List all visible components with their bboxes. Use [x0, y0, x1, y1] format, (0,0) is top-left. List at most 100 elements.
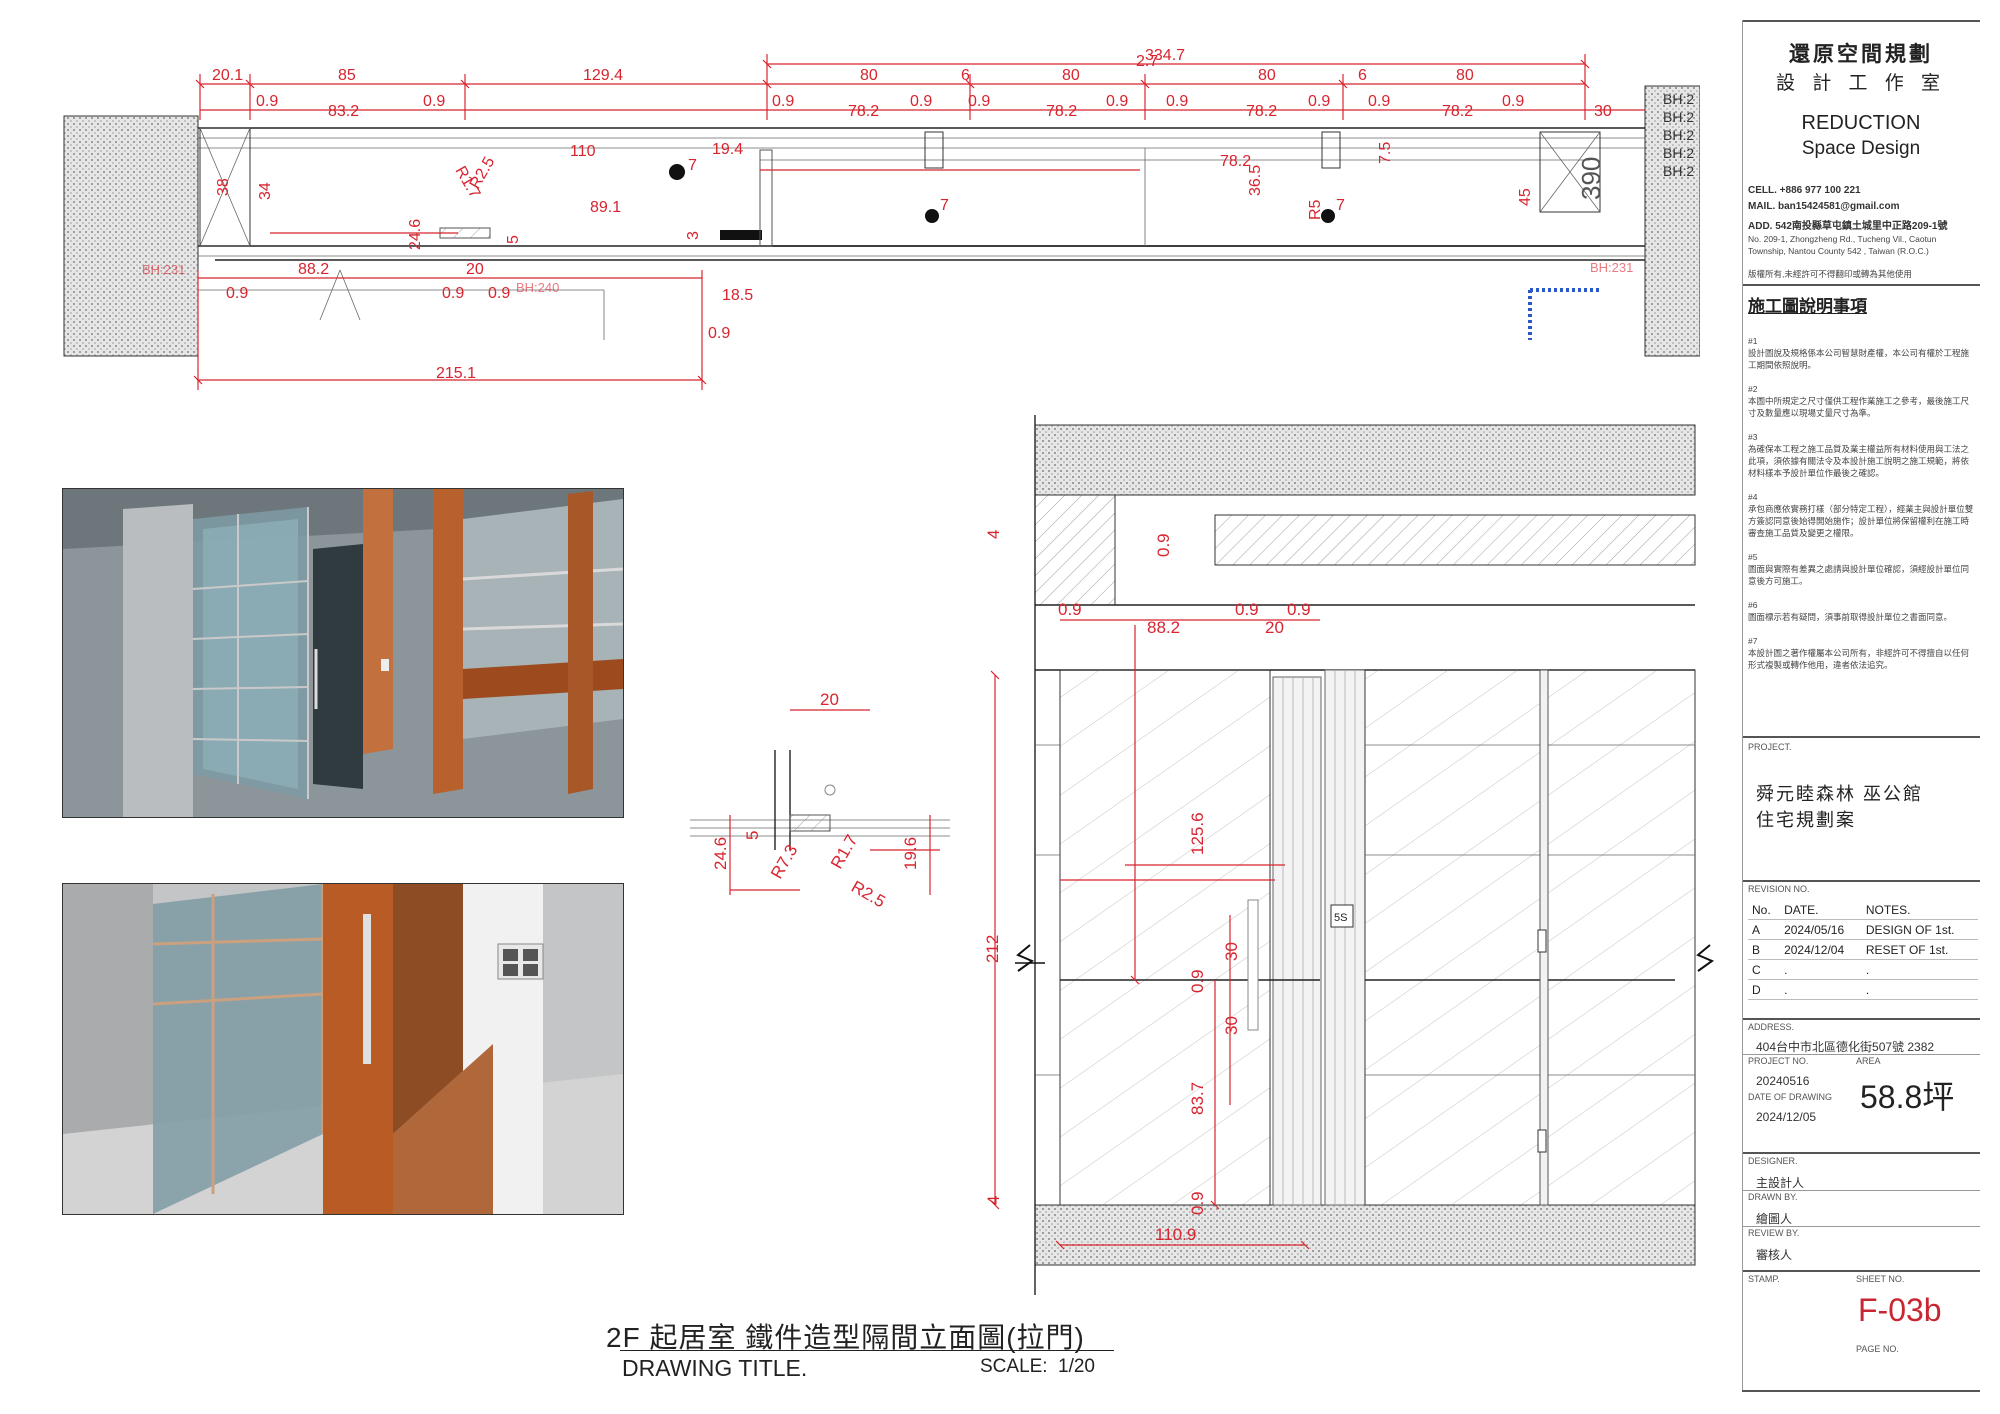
address-label: ADDRESS.: [1748, 1022, 1795, 1032]
render-view-1: [62, 488, 624, 818]
detail-dim-20: 20: [820, 690, 839, 709]
review-label: REVIEW BY.: [1748, 1228, 1800, 1238]
area-value: 58.8坪: [1860, 1079, 1955, 1115]
revision-header-row: No.DATE.NOTES.: [1748, 900, 1978, 920]
plan-dim-36-5: 36.5: [1247, 165, 1264, 196]
plan-dim-78-2: 78.2: [1220, 153, 1251, 170]
detail-dim-r7-3: R7.3: [767, 841, 801, 882]
plan-dim-0-9-c: 0.9: [488, 285, 510, 302]
project-name: 舜元睦森林 巫公館: [1756, 784, 1924, 804]
elevation-drawing: 5S 4 4 0.9 0.9 88.2 0.9 20 0.9 125.6 212…: [983, 415, 1715, 1295]
right-wall: [1644, 85, 1700, 357]
detail-dim-19-6: 19.6: [901, 837, 920, 870]
plan-dim-88-2: 88.2: [298, 261, 329, 278]
connection-detail: 20 24.6 5 19.6 R7.3 R1.7 R2.5: [690, 690, 950, 911]
title-block: 還原空間規劃 設 計 工 作 室 REDUCTION Space Design …: [1742, 20, 1980, 1410]
plan-dim-7-5: 7.5: [1377, 142, 1394, 164]
site-address: 404台中市北區德化街507號 2382: [1756, 1040, 1935, 1054]
elev-dim-0-9: 0.9: [1287, 600, 1311, 619]
plan-sub-dim: 0.9: [968, 93, 990, 110]
scale-label: SCALE:: [980, 1356, 1048, 1377]
designer-label: DESIGNER.: [1748, 1156, 1798, 1166]
elev-dim-125-6: 125.6: [1188, 812, 1207, 855]
elev-dim-30: 30: [1222, 1016, 1241, 1035]
elev-dim-83-7: 83.7: [1188, 1082, 1207, 1115]
plan-dim-19-4: 19.4: [712, 141, 743, 158]
revision-row: D..: [1748, 979, 1978, 1000]
sheet-no-label: SHEET NO.: [1856, 1274, 1905, 1284]
plan-dim-6-a: 6: [961, 67, 970, 84]
plan-sub-dim: 83.2: [328, 103, 359, 120]
bh-label: BH:231: [142, 262, 185, 277]
plan-dim-89-1: 89.1: [590, 199, 621, 216]
plan-dim-18-5: 18.5: [722, 287, 753, 304]
plan-dim-129-4: 129.4: [583, 67, 623, 84]
designer-value: 主設計人: [1756, 1176, 1805, 1190]
plan-sub-dim: 78.2: [1442, 103, 1473, 120]
elev-dim-0-9: 0.9: [1188, 1191, 1207, 1215]
elev-dim-4-top: 4: [984, 530, 1003, 539]
render-view-1-image: [63, 489, 623, 817]
revision-row: C..: [1748, 959, 1978, 980]
plan-dim-215-1: 215.1: [436, 365, 476, 382]
plan-dim-7-a: 7: [688, 157, 697, 174]
plan-dim-20-1: 20.1: [212, 67, 243, 84]
render-view-2-image: [63, 884, 623, 1214]
detail-dim-5: 5: [743, 831, 762, 840]
contact-address: ADD. 542南投縣草屯鎮土城里中正路209-1號: [1748, 221, 1948, 232]
bh-label: BH:2: [1663, 163, 1694, 179]
plan-sub-dim: 0.9: [910, 93, 932, 110]
plan-sub-dim: 0.9: [1308, 93, 1330, 110]
plan-sub-dim: 78.2: [1046, 103, 1077, 120]
plan-dim-110: 110: [570, 143, 596, 160]
plan-dim-2-7: 2.7: [1136, 53, 1158, 70]
elev-dim-88-2: 88.2: [1147, 618, 1180, 637]
detail-dim-24-6: 24.6: [711, 837, 730, 870]
plan-dim-80-c: 80: [1258, 67, 1276, 84]
notes-title: 施工圖說明事項: [1748, 297, 1867, 316]
elev-dim-0-9: 0.9: [1188, 969, 1207, 993]
drawn-value: 繪圖人: [1756, 1212, 1793, 1226]
switch-label: 5S: [1334, 912, 1347, 924]
plan-sub-dim: 78.2: [848, 103, 879, 120]
contact-mail: MAIL. ban15424581@gmail.com: [1748, 201, 1900, 212]
elev-dim-30: 30: [1222, 942, 1241, 961]
contact-address-en: No. 209-1, Zhongzheng Rd., Tucheng Vil.,…: [1748, 234, 1937, 256]
company-name-en: REDUCTION: [1801, 112, 1921, 134]
box-value: 390: [1576, 157, 1606, 200]
plan-sub-dim: 0.9: [1502, 93, 1524, 110]
plan-dim-3: 3: [685, 231, 702, 240]
project-no-label: PROJECT NO.: [1748, 1056, 1809, 1066]
plan-dim-38: 38: [215, 178, 232, 196]
copyright-note: 版權所有,未經許可不得翻印或轉為其他使用: [1748, 269, 1912, 279]
bh-label: BH:2: [1663, 127, 1694, 143]
plan-dim-80-d: 80: [1456, 67, 1474, 84]
project-name-2: 住宅規劃案: [1756, 810, 1856, 830]
date-label: DATE OF DRAWING: [1748, 1092, 1832, 1102]
elev-dim-20: 20: [1265, 618, 1284, 637]
company-name-cn: 還原空間規劃: [1789, 43, 1933, 66]
plan-dim-7-c: 7: [1336, 197, 1345, 214]
plan-sub-dim: 0.9: [1368, 93, 1390, 110]
elev-dim-0-9: 0.9: [1154, 533, 1173, 557]
scale-value: 1/20: [1058, 1356, 1095, 1377]
detail-dim-r1-7: R1.7: [827, 831, 861, 872]
review-value: 審核人: [1756, 1248, 1793, 1262]
drawing-date: 2024/12/05: [1756, 1110, 1817, 1124]
plan-sub-dim: 0.9: [772, 93, 794, 110]
drawing-title-underline: [620, 1350, 1114, 1351]
plan-sub-dim: 0.9: [256, 93, 278, 110]
render-view-2: [62, 883, 624, 1215]
plan-sub-dim: 78.2: [1246, 103, 1277, 120]
elev-dim-212: 212: [983, 935, 1002, 963]
plan-dim-80-a: 80: [860, 67, 878, 84]
page-no-label: PAGE NO.: [1856, 1344, 1899, 1354]
